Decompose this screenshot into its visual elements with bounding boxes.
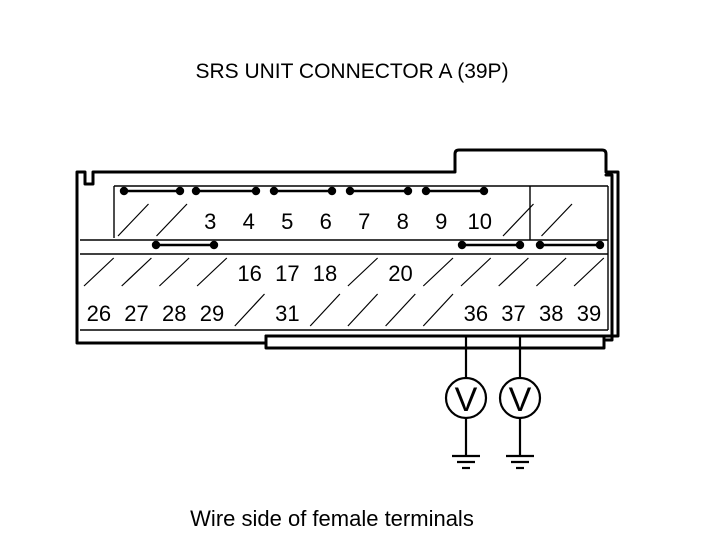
terminal-3: 3 [204, 209, 216, 234]
shorting-bar-end [421, 186, 431, 196]
terminal-7: 7 [358, 209, 370, 234]
diagram-title: SRS UNIT CONNECTOR A (39P) [195, 60, 509, 83]
shorting-bar-end [251, 186, 261, 196]
terminal-17: 17 [275, 261, 299, 286]
voltmeter-symbol: V [455, 381, 478, 419]
empty-cavity [117, 203, 149, 237]
shorting-bar-end [151, 240, 161, 250]
empty-cavity [156, 203, 188, 237]
terminal-29: 29 [200, 301, 224, 326]
shorting-bar-end [345, 186, 355, 196]
empty-cavity [535, 257, 567, 287]
terminal-37: 37 [501, 301, 525, 326]
terminal-36: 36 [464, 301, 488, 326]
empty-cavity [347, 257, 379, 287]
terminal-4: 4 [243, 209, 255, 234]
shorting-bar-end [457, 240, 467, 250]
shorting-bar-end [595, 240, 605, 250]
terminal-20: 20 [388, 261, 412, 286]
shorting-bar-end [119, 186, 129, 196]
empty-cavity [422, 257, 454, 287]
empty-cavity [573, 257, 605, 287]
empty-cavity [158, 257, 190, 287]
empty-cavity [121, 257, 152, 287]
terminal-5: 5 [281, 209, 293, 234]
terminal-26: 26 [87, 301, 111, 326]
voltmeter-symbol: V [509, 381, 532, 419]
empty-cavity [541, 203, 573, 237]
bottom-tab [264, 334, 606, 350]
shorting-bar-end [269, 186, 279, 196]
terminal-16: 16 [237, 261, 261, 286]
terminal-8: 8 [397, 209, 409, 234]
diagram-caption: Wire side of female terminals [190, 506, 474, 531]
empty-cavity [309, 293, 341, 327]
terminal-6: 6 [320, 209, 332, 234]
terminal-39: 39 [577, 301, 601, 326]
terminal-28: 28 [162, 301, 186, 326]
terminal-18: 18 [313, 261, 337, 286]
shorting-bar-end [175, 186, 185, 196]
empty-cavity [234, 293, 265, 327]
shorting-bar-end [191, 186, 201, 196]
terminal-10: 10 [468, 209, 492, 234]
empty-cavity [196, 257, 228, 287]
terminal-27: 27 [124, 301, 148, 326]
shorting-bar-end [535, 240, 545, 250]
terminal-9: 9 [435, 209, 447, 234]
lock-tab [604, 173, 614, 342]
empty-cavity [385, 293, 416, 327]
empty-cavity [422, 293, 454, 327]
shorting-bar-end [403, 186, 413, 196]
empty-cavity [347, 293, 379, 327]
shorting-bar-end [479, 186, 489, 196]
empty-cavity [502, 203, 534, 237]
shorting-bar-end [515, 240, 525, 250]
shorting-bar-end [327, 186, 337, 196]
terminal-31: 31 [275, 301, 299, 326]
shorting-bar-end [209, 240, 219, 250]
empty-cavity [498, 257, 529, 287]
empty-cavity [83, 257, 115, 287]
connector-housing [75, 148, 620, 345]
terminal-38: 38 [539, 301, 563, 326]
empty-cavity [460, 257, 492, 287]
